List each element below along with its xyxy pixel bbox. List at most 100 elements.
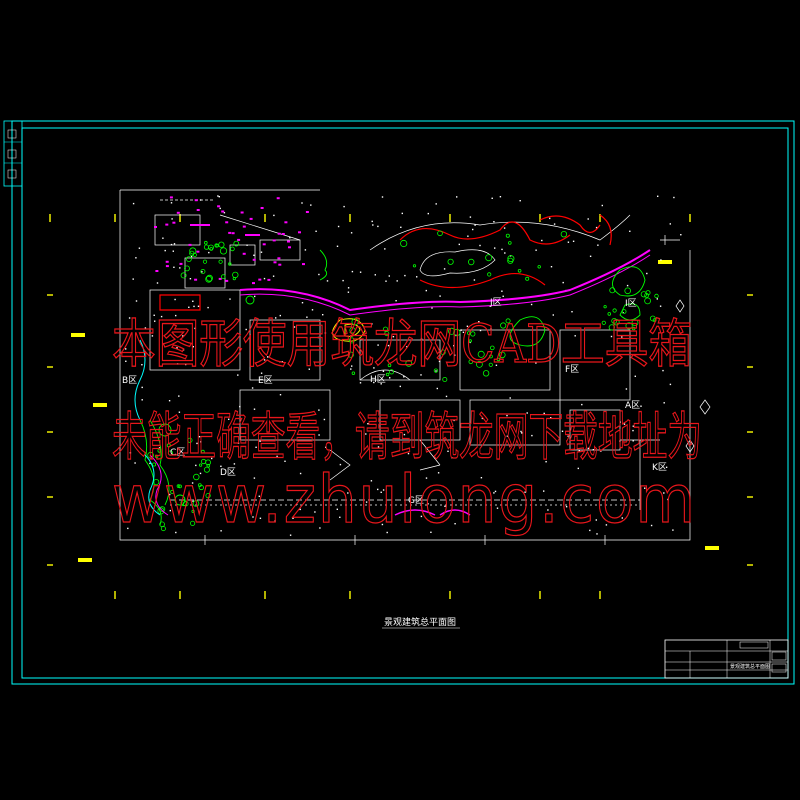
detail-dot	[135, 300, 138, 302]
vegetation	[139, 249, 646, 526]
section-marker	[71, 333, 85, 337]
detail-dot	[403, 376, 405, 378]
detail-dot	[178, 395, 180, 397]
detail-dot	[154, 320, 156, 322]
detail-dot	[439, 295, 441, 297]
magenta-marker	[273, 261, 277, 264]
detail-dot	[220, 465, 222, 467]
detail-dot	[172, 250, 174, 252]
detail-dot	[389, 377, 391, 379]
detail-dot	[466, 325, 469, 327]
detail-dot	[479, 244, 481, 247]
detail-dot	[339, 516, 341, 518]
tree-symbol	[477, 350, 485, 358]
zone-label: B区	[122, 375, 137, 386]
detail-dot	[220, 530, 222, 532]
detail-dot	[318, 409, 320, 411]
zone-label: D区	[220, 467, 236, 478]
detail-dot	[646, 272, 648, 275]
tree-symbol	[185, 256, 192, 263]
detail-dot	[198, 436, 201, 438]
magenta-marker	[277, 232, 281, 235]
detail-dot	[182, 335, 184, 337]
detail-dot	[550, 266, 553, 268]
detail-dot	[253, 408, 256, 410]
detail-dot	[254, 295, 256, 298]
magenta-marker	[260, 207, 264, 209]
detail-dot	[621, 336, 623, 338]
tree-symbol	[160, 526, 166, 532]
detail-dot	[673, 196, 675, 199]
detail-dot	[382, 370, 385, 372]
detail-dot	[509, 397, 511, 399]
detail-dot	[600, 450, 602, 452]
detail-dot	[680, 234, 682, 236]
detail-dot	[189, 278, 192, 280]
detail-dot	[207, 306, 209, 309]
tree-symbol	[482, 370, 490, 377]
tree-symbol	[603, 305, 607, 309]
tree-symbol	[218, 241, 225, 248]
tree-symbol	[384, 331, 390, 337]
detail-dot	[629, 230, 631, 232]
detail-dot	[474, 224, 476, 226]
detail-dot	[199, 199, 202, 201]
detail-dot	[667, 498, 669, 501]
magenta-marker	[217, 205, 221, 208]
tree-symbol	[385, 372, 390, 377]
section-marker	[658, 260, 672, 264]
detail-dot	[336, 508, 338, 510]
tree-symbol	[202, 259, 208, 264]
detail-dot	[259, 440, 261, 442]
detail-dot	[574, 335, 576, 337]
detail-dot	[472, 228, 474, 231]
tree-symbol	[214, 243, 219, 248]
zone-label: I区	[625, 298, 637, 309]
tree-symbol	[601, 320, 606, 325]
tree-symbol	[191, 509, 195, 513]
detail-dot	[237, 442, 240, 444]
zone-label: G区	[408, 495, 424, 506]
tree-symbol	[400, 239, 408, 248]
detail-dot	[605, 524, 608, 526]
detail-dot	[650, 524, 653, 527]
detail-dot	[251, 387, 254, 389]
detail-dot	[274, 520, 276, 522]
detail-dot	[252, 516, 254, 518]
tree-symbol	[654, 293, 659, 299]
detail-dot	[526, 412, 528, 414]
tree-symbol	[652, 318, 657, 323]
detail-dot	[138, 247, 141, 249]
tree-symbols	[147, 230, 659, 532]
detail-dot	[610, 335, 613, 338]
detail-dot	[420, 515, 423, 518]
tree-symbol	[351, 371, 356, 375]
detail-dot	[644, 487, 646, 489]
tree-symbol	[608, 324, 615, 331]
magenta-marker	[225, 279, 229, 282]
detail-dot	[494, 247, 496, 249]
magenta-marker	[196, 209, 200, 211]
tree-symbol	[468, 359, 474, 365]
detail-dot	[263, 277, 266, 280]
water-feature	[134, 339, 169, 516]
magenta-marker	[237, 238, 241, 241]
magenta-marker	[155, 270, 159, 272]
outer-frame	[11, 120, 795, 685]
detail-dot	[239, 405, 241, 408]
detail-dot	[669, 383, 672, 386]
tree-symbol	[382, 326, 389, 332]
detail-dot	[535, 362, 537, 364]
tree-symbol	[206, 274, 213, 282]
detail-dot	[430, 531, 432, 533]
detail-dot	[367, 423, 369, 425]
plan-lines	[119, 189, 711, 545]
detail-dot	[127, 527, 129, 530]
detail-dot	[626, 284, 629, 287]
tree-symbol	[412, 264, 417, 268]
detail-dot	[377, 488, 379, 491]
detail-dot	[259, 517, 262, 519]
detail-dot	[373, 367, 375, 369]
detail-dot	[401, 212, 403, 215]
detail-dot	[253, 254, 255, 256]
